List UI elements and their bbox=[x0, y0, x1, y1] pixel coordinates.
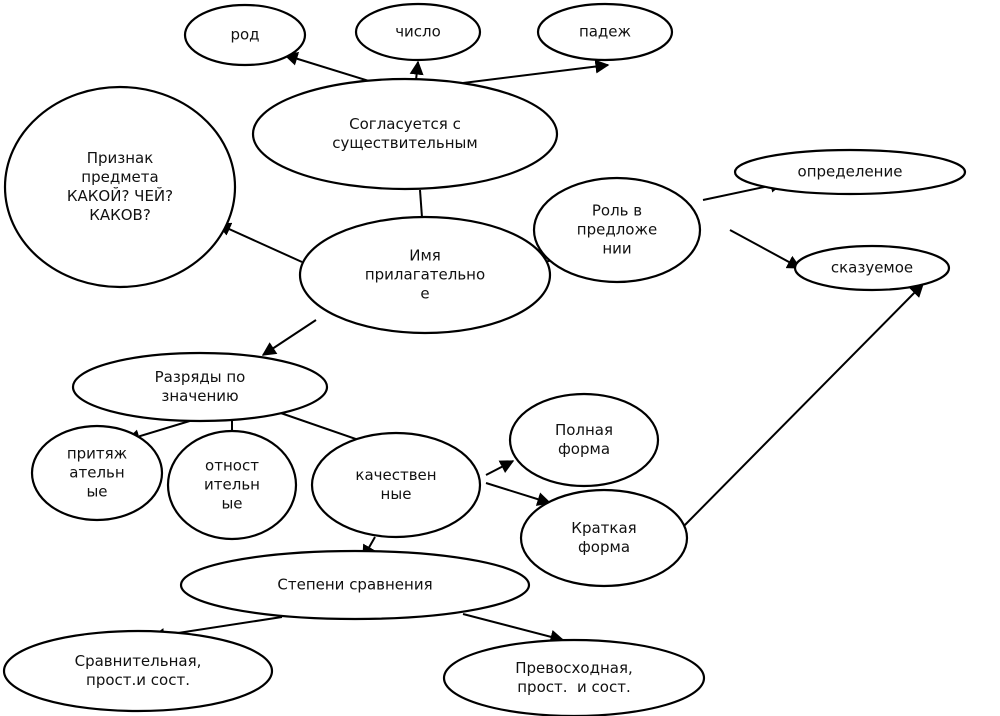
node-skazuemoe: сказуемое bbox=[793, 244, 951, 292]
node-skazuemoe-label-line: сказуемое bbox=[831, 259, 913, 277]
node-kratkaya-ellipse bbox=[519, 488, 689, 588]
edge-imya-to-razryady bbox=[261, 319, 317, 356]
node-otnosit-label-line: отност bbox=[205, 457, 259, 475]
node-razryady-label-line: Разряды по bbox=[155, 368, 246, 386]
node-kachestv-label-line: качествен bbox=[355, 466, 436, 484]
node-opredelenie-ellipse bbox=[733, 148, 967, 196]
node-imya-ellipse bbox=[298, 215, 552, 335]
node-prevoskh-label-line: Превосходная, bbox=[515, 659, 633, 677]
node-razryady-label-line: значению bbox=[161, 387, 238, 405]
node-prityazh-label-line: притяж bbox=[67, 445, 127, 463]
edge-soglasuetsya-to-padezh bbox=[446, 59, 610, 86]
node-rol-ellipse bbox=[532, 176, 702, 284]
node-padezh-label-line: падеж bbox=[579, 23, 631, 41]
node-rol-label-line: Роль в bbox=[592, 202, 642, 220]
node-prevoskh-label-line: прост. и сост. bbox=[517, 678, 631, 696]
node-skazuemoe-ellipse bbox=[793, 244, 951, 292]
node-imya-label-line: Имя bbox=[409, 247, 441, 265]
node-rod: род bbox=[183, 3, 307, 67]
edge-imya-to-priznak bbox=[216, 222, 303, 263]
node-priznak-ellipse bbox=[3, 85, 237, 289]
node-imya-label-line: е bbox=[420, 285, 429, 303]
edge-stepeni-to-prevoskh bbox=[462, 613, 565, 644]
node-padezh-ellipse bbox=[536, 2, 674, 62]
node-sravnit-label-line: Сравнительная, bbox=[75, 652, 202, 670]
node-stepeni-label-line: Степени сравнения bbox=[277, 576, 432, 594]
node-priznak-label-line: предмета bbox=[81, 168, 158, 186]
node-priznak-label-line: КАКОЙ? ЧЕЙ? bbox=[67, 186, 173, 205]
node-kratkaya-label-line: Краткая bbox=[571, 519, 636, 537]
node-polnaya-label-line: форма bbox=[558, 440, 610, 458]
node-rod-label-line: род bbox=[230, 26, 259, 44]
node-rod-ellipse bbox=[183, 3, 307, 67]
node-kachestv-ellipse bbox=[310, 431, 482, 539]
node-stepeni-ellipse bbox=[179, 549, 531, 621]
node-rol-label-line: предложе bbox=[577, 221, 657, 239]
node-imya-label-line: прилагательно bbox=[365, 266, 485, 284]
node-polnaya-label-line: Полная bbox=[555, 421, 613, 439]
node-chislo-label-line: число bbox=[395, 23, 441, 41]
node-prityazh-label-line: ательн bbox=[69, 464, 124, 482]
node-soglasuetsya-label-line: Согласуется с bbox=[349, 115, 461, 133]
node-chislo-ellipse bbox=[354, 2, 482, 62]
node-sravnit-label-line: прост.и сост. bbox=[86, 671, 190, 689]
node-kachestv-label-line: ные bbox=[381, 485, 412, 503]
node-stepeni: Степени сравнения bbox=[179, 549, 531, 621]
node-priznak-label-line: Признак bbox=[87, 149, 154, 167]
node-opredelenie-label-line: определение bbox=[798, 163, 903, 181]
node-otnosit-ellipse bbox=[166, 429, 298, 541]
node-opredelenie: определение bbox=[733, 148, 967, 196]
node-soglasuetsya-label-line: существительным bbox=[332, 134, 477, 152]
edge-kachestv-to-kratkaya bbox=[485, 482, 552, 506]
node-chislo: число bbox=[354, 2, 482, 62]
edge-soglasuetsya-to-chislo bbox=[409, 60, 424, 81]
node-prityazh-ellipse bbox=[30, 424, 164, 522]
node-sravnit: Сравнительная,прост.и сост. bbox=[2, 629, 274, 713]
node-kratkaya-label-line: форма bbox=[578, 538, 630, 556]
edge-kratkaya-to-skazuemoe bbox=[677, 283, 924, 533]
node-priznak-label-line: КАКОВ? bbox=[89, 206, 151, 224]
edge-kachestv-to-polnaya bbox=[485, 460, 515, 476]
node-sravnit-ellipse bbox=[2, 629, 274, 713]
node-prityazh-label-line: ые bbox=[86, 483, 107, 501]
node-polnaya-ellipse bbox=[508, 392, 660, 488]
node-otnosit-label-line: ые bbox=[221, 495, 242, 513]
node-otnosit-label-line: ительн bbox=[204, 476, 260, 494]
node-prevoskh-ellipse bbox=[442, 638, 706, 716]
node-rol-label-line: нии bbox=[602, 240, 631, 258]
node-padezh: падеж bbox=[536, 2, 674, 62]
node-razryady-ellipse bbox=[71, 351, 329, 423]
node-prevoskh: Превосходная,прост. и сост. bbox=[442, 638, 706, 716]
node-soglasuetsya-ellipse bbox=[251, 77, 559, 191]
edge-rol-to-skazuemoe bbox=[729, 229, 802, 269]
